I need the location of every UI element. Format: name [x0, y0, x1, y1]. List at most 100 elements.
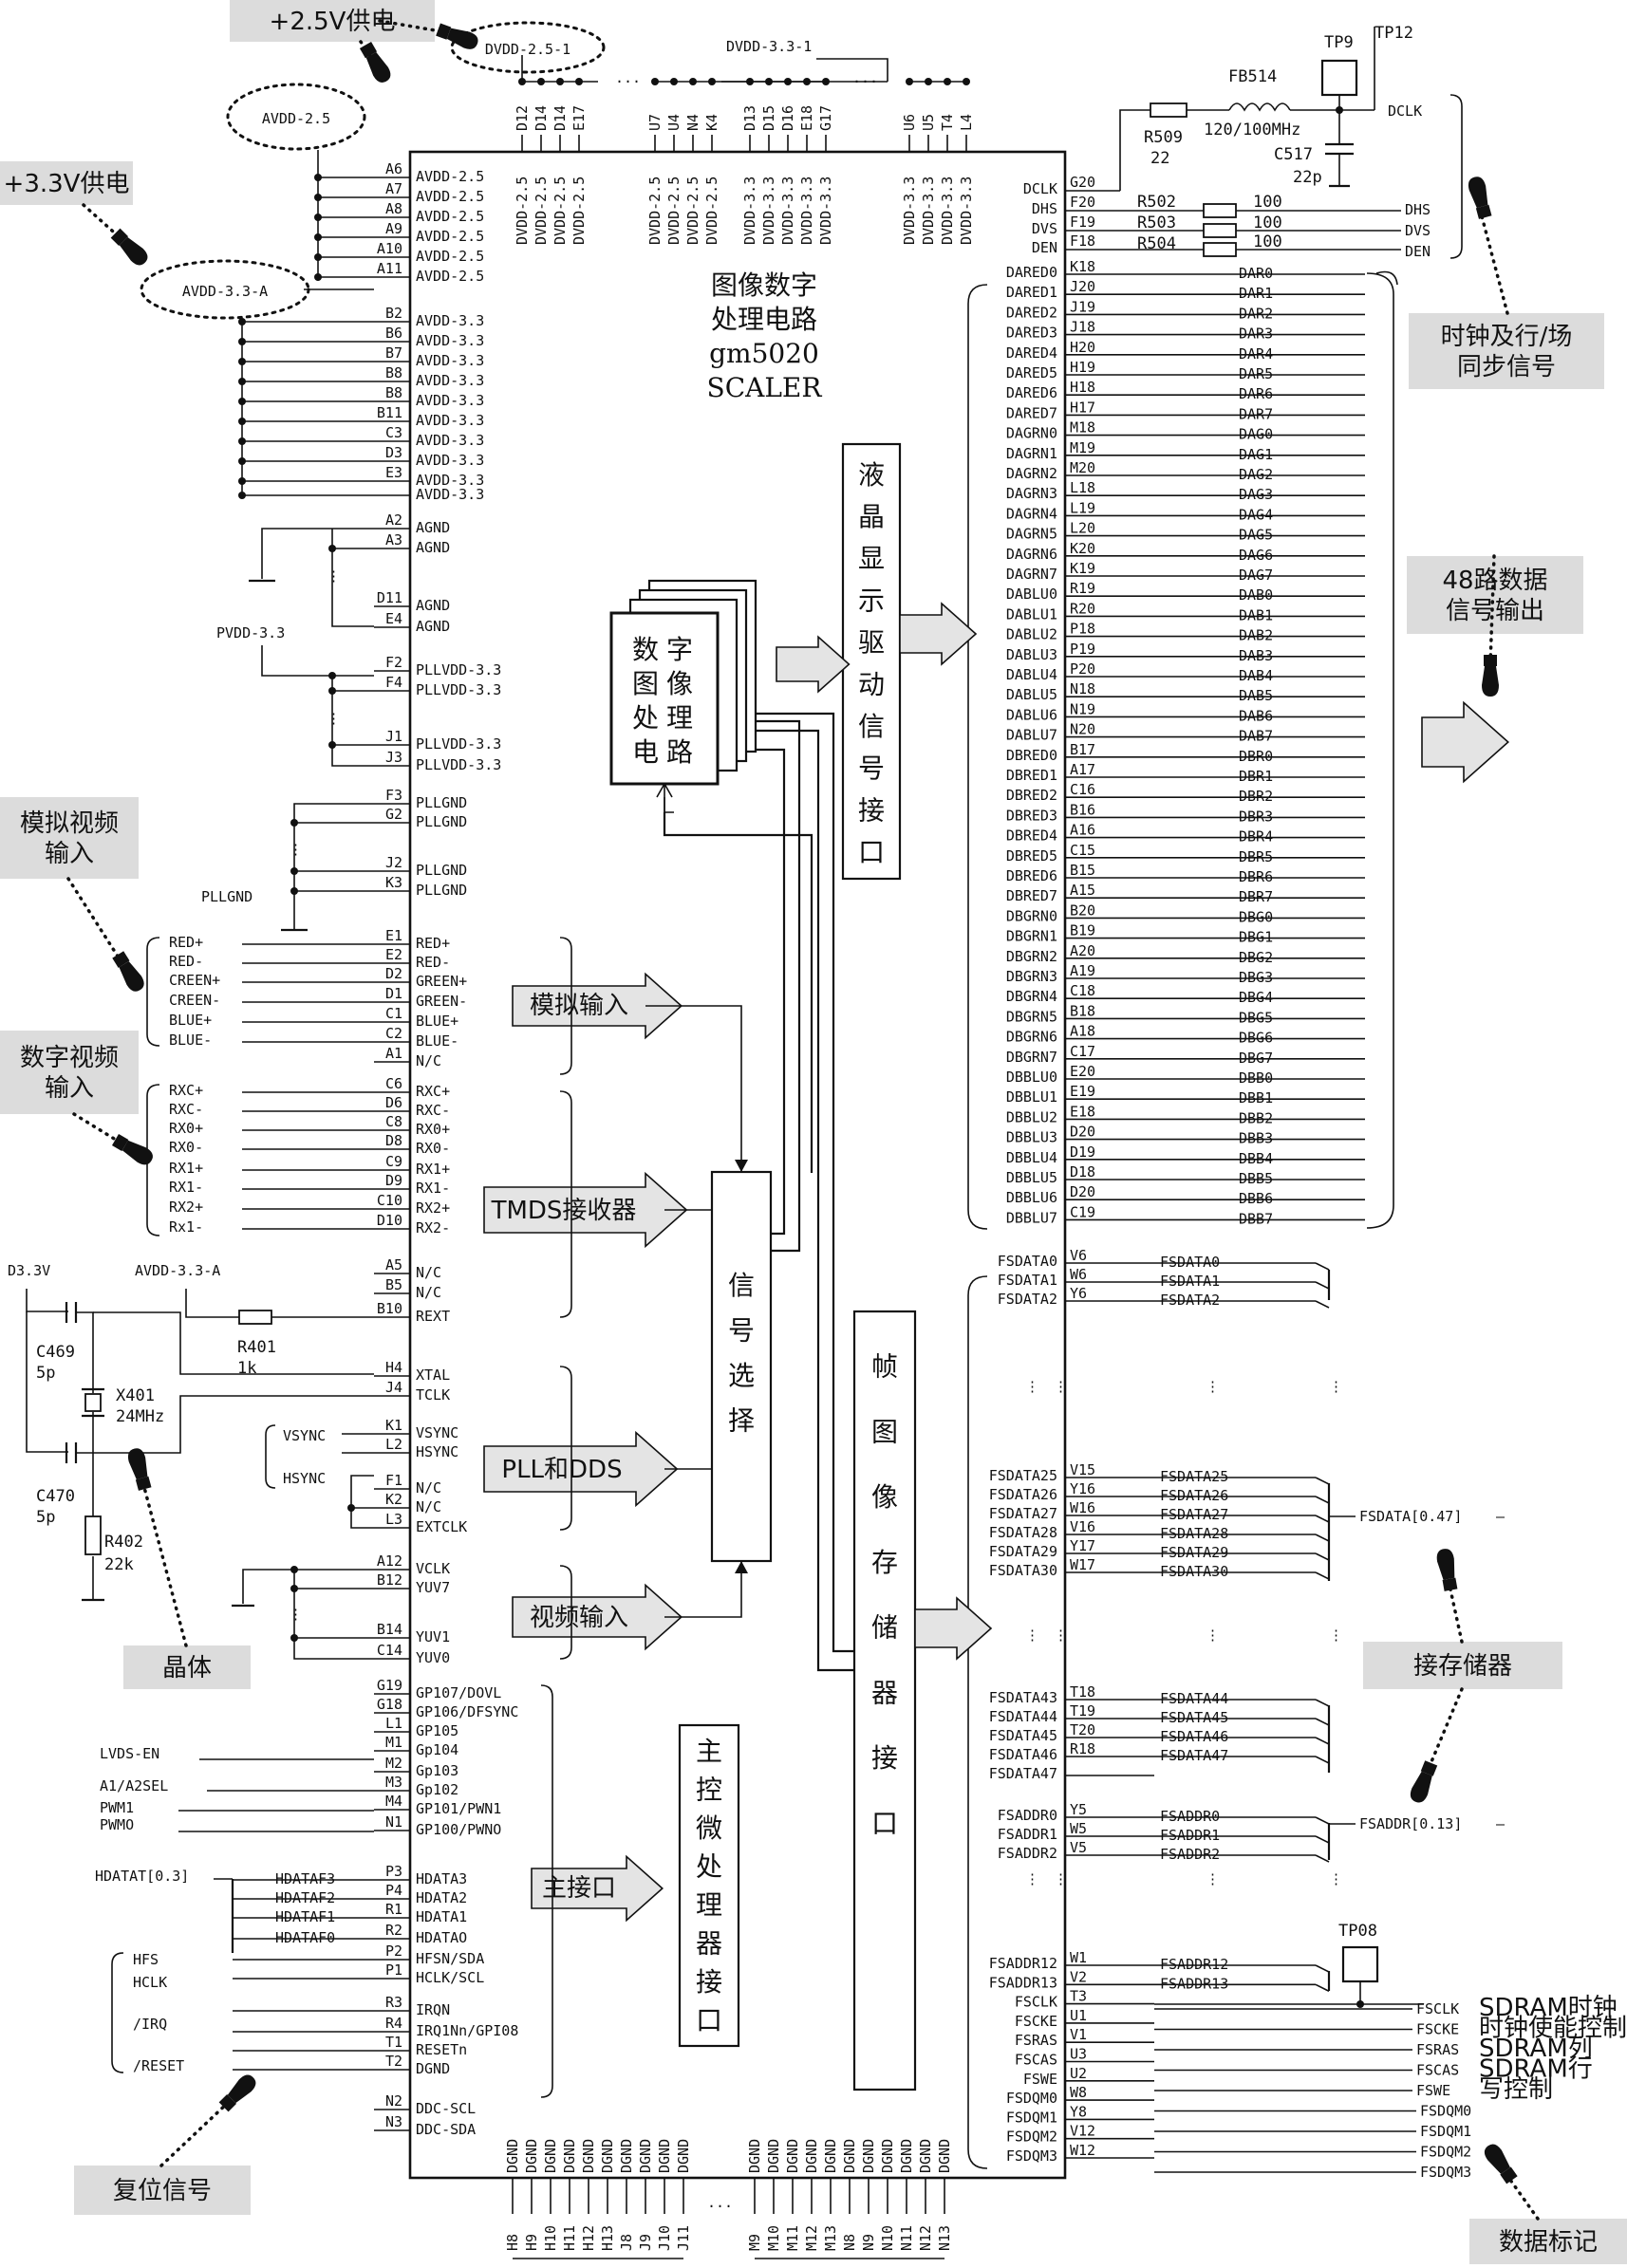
data-signal-label: DAB1 [1239, 606, 1273, 623]
wire [1315, 1835, 1330, 1844]
fs-pin-name: FSDATA44 [989, 1708, 1057, 1725]
data-pin-name: DAGRN4 [1006, 505, 1057, 522]
top-pin-number: E18 [798, 105, 815, 131]
pin-name: N/C [416, 1479, 441, 1497]
data-signal-label: DBR5 [1239, 848, 1273, 865]
pin-number: R4 [385, 2015, 402, 2032]
pin-number: M3 [385, 1774, 402, 1791]
note-reset-box [74, 2166, 251, 2215]
data-pin-number: P19 [1070, 641, 1095, 658]
fs-pin-number: T3 [1070, 1988, 1087, 2005]
pin-name: PLLGND [416, 813, 467, 830]
junction-dot [347, 1504, 355, 1512]
pin-number: K1 [385, 1417, 402, 1434]
top-pin-number: K4 [703, 114, 720, 131]
junction-dot [290, 1566, 298, 1573]
c470-label: C470 [36, 1487, 75, 1506]
ellipsis-vertical: ⋮ [1329, 1627, 1343, 1644]
wire [559, 1090, 572, 1318]
fs-pin-name: FSDQM3 [1006, 2147, 1057, 2165]
fs-pin-name: FSDATA25 [989, 1467, 1057, 1484]
pin-number: L1 [385, 1715, 402, 1732]
junction-dot [328, 741, 336, 749]
data-pin-name: DBBLU6 [1006, 1189, 1057, 1206]
fs-signal-label: FSDATA46 [1160, 1728, 1228, 1745]
pin-name: RX2- [416, 1219, 450, 1236]
bottom-pin-number: H10 [542, 2225, 559, 2251]
fs-signal-label: FSDATA2 [1160, 1292, 1220, 1309]
fs-pin-name: FSDATA26 [989, 1486, 1057, 1503]
pin-name: HFSN/SDA [416, 1950, 484, 1967]
top-pin-name: DVDD-3.3 [939, 177, 956, 245]
data-pin-name: DABLU6 [1006, 706, 1057, 723]
note-analog-video: 模拟视频 [20, 809, 119, 838]
data-pin-number: J18 [1070, 319, 1095, 336]
pin-number: B6 [385, 325, 402, 342]
bottom-pin-name: DGND [675, 2139, 692, 2173]
fs-pin-number: W6 [1070, 1266, 1087, 1283]
sdram-signal-label: FSDQM2 [1420, 2144, 1471, 2161]
pointer-leader [1479, 211, 1509, 315]
pvdd-wire2 [331, 676, 374, 767]
lcd-driver-label: 动 [858, 669, 885, 700]
fs-pin-name: FSADDR2 [998, 1845, 1057, 1862]
fs-pin-number: W17 [1070, 1556, 1095, 1573]
avdd33a2-label: AVDD-3.3-A [135, 1262, 220, 1279]
data-pin-name: DBBLU1 [1006, 1088, 1057, 1106]
pin-number: E4 [385, 610, 402, 627]
data-signal-label: DAB3 [1239, 647, 1273, 664]
data-pin-number: B20 [1070, 902, 1095, 919]
pin-name: N/C [416, 1264, 441, 1281]
pin-number: C6 [385, 1075, 402, 1092]
c469-label: C469 [36, 1343, 75, 1362]
sdram-signal-desc: 时钟使能控制 [1479, 2015, 1627, 2043]
data-pin-name: DAGRN6 [1006, 546, 1057, 563]
data-pin-name: DBRED4 [1006, 827, 1057, 845]
data-pin-number: M18 [1070, 419, 1095, 437]
pin-name: AGND [416, 539, 450, 556]
resistor-r509 [1150, 102, 1188, 118]
data-pin-number: E20 [1070, 1063, 1095, 1080]
top-pin-number: U4 [665, 114, 683, 131]
data-signal-label: DAG1 [1239, 446, 1273, 463]
bottom-pin-number: N10 [879, 2225, 896, 2251]
data-signal-label: DBR6 [1239, 868, 1273, 885]
fs-signal-label: FSDATA44 [1160, 1690, 1228, 1707]
vclk-wire [242, 1569, 374, 1604]
pin-name: N/C [416, 1052, 441, 1069]
bottom-pin-name: DGND [841, 2139, 858, 2173]
data-signal-label: DAB6 [1239, 707, 1273, 724]
brace [111, 1952, 124, 2073]
top-pin-number: U5 [920, 114, 937, 131]
pointer-leader [66, 877, 123, 964]
wire [1315, 1477, 1330, 1485]
data-brace-left [967, 284, 988, 1230]
fs-pin-number: T18 [1070, 1683, 1095, 1701]
bottom-pin-number: M13 [822, 2225, 839, 2251]
pin-name: RX1+ [416, 1161, 450, 1178]
data-pin-name: DARED4 [1006, 344, 1057, 362]
note-clock-sync-box [1409, 313, 1604, 389]
fs-signal-label: FSDATA45 [1160, 1709, 1228, 1726]
resistor-r50x [1203, 203, 1237, 218]
top-pin-name: DVDD-2.5 [684, 177, 701, 245]
data-pin-number: C17 [1070, 1043, 1095, 1060]
dip-label: 数 [632, 634, 659, 665]
fs-pin-number: T19 [1070, 1702, 1095, 1720]
top-pin-number: T4 [939, 114, 956, 131]
data-pin-number: P20 [1070, 660, 1095, 678]
data-signal-label: DAR1 [1239, 285, 1273, 302]
tp12-label: TP12 [1375, 24, 1413, 43]
chip-title-line: SCALER [707, 372, 823, 403]
signal-select-label: 信 [728, 1270, 755, 1301]
bottom-pin-number: H13 [599, 2225, 616, 2251]
data-signal-label: DBG4 [1239, 989, 1273, 1006]
sdram-signal-label: FSRAS [1416, 2041, 1459, 2058]
pin-name: PLLVDD-3.3 [416, 681, 501, 698]
pin-name: AVDD-3.3 [416, 412, 484, 429]
data-pin-name: DBGRN0 [1006, 907, 1057, 924]
rgb-signal-label: CREEN- [169, 992, 220, 1009]
fs-pin-number: V2 [1070, 1968, 1087, 1985]
signal-select-label: 择 [728, 1405, 755, 1437]
pin-number: R2 [385, 1922, 402, 1939]
